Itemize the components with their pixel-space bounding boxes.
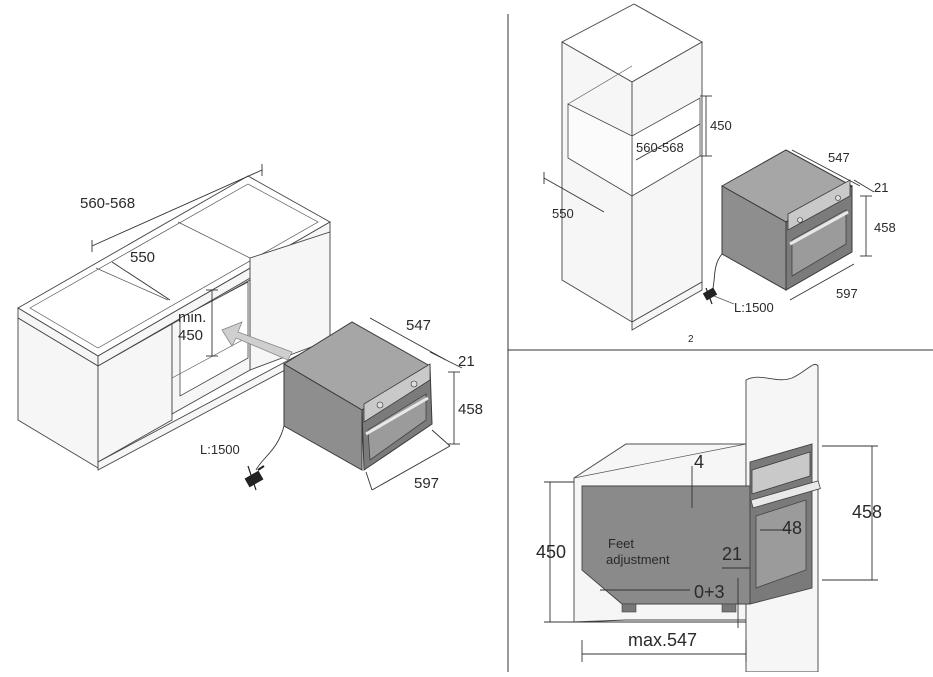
left-oven-height: 458 bbox=[458, 401, 483, 418]
tr-width-range: 560-568 bbox=[636, 140, 684, 155]
br-feet-label-1: Feet bbox=[608, 536, 634, 551]
left-oven-dims bbox=[365, 317, 463, 491]
tr-oven-depth: 547 bbox=[828, 150, 850, 165]
left-oven-offset: 21 bbox=[458, 353, 475, 370]
top-right-cabinet-dims bbox=[543, 95, 712, 213]
left-panel-cabinet bbox=[17, 175, 331, 471]
top-right-cable bbox=[702, 253, 735, 305]
br-niche-height: 450 bbox=[536, 542, 566, 562]
tr-depth: 550 bbox=[552, 206, 574, 221]
left-height-min-label: min. bbox=[178, 309, 206, 326]
left-height-min-value: 450 bbox=[178, 327, 203, 344]
br-handle-depth: 48 bbox=[782, 518, 802, 538]
top-right-labels: 450 560-568 550 547 21 458 597 L:1500 2 bbox=[552, 118, 896, 345]
left-oven-depth: 547 bbox=[406, 317, 431, 334]
tr-oven-offset: 21 bbox=[874, 180, 888, 195]
left-width-range: 560-568 bbox=[80, 195, 135, 212]
br-oven-height: 458 bbox=[852, 502, 882, 522]
top-right-tall-cabinet bbox=[561, 3, 703, 331]
top-right-oven bbox=[720, 149, 854, 291]
panel-dividers bbox=[507, 14, 933, 672]
left-panel-labels: 560-568 550 min. 450 547 21 458 597 L:15… bbox=[80, 195, 483, 492]
left-oven-width: 597 bbox=[414, 475, 439, 492]
left-depth: 550 bbox=[130, 249, 155, 266]
br-top-gap: 4 bbox=[694, 452, 704, 472]
bottom-right-cabinet bbox=[573, 364, 821, 673]
left-panel-dimension-lines bbox=[91, 164, 263, 357]
left-cable bbox=[244, 425, 285, 491]
top-right-oven-dims bbox=[789, 149, 875, 301]
bottom-right-dims bbox=[544, 445, 878, 662]
br-front-offset: 21 bbox=[722, 544, 742, 564]
insert-arrow bbox=[221, 321, 293, 361]
br-feet-label-2: adjustment bbox=[606, 552, 670, 567]
tr-cable-length: L:1500 bbox=[734, 300, 774, 315]
tr-niche-height: 450 bbox=[710, 118, 732, 133]
page-number: 2 bbox=[688, 334, 694, 345]
tr-oven-height: 458 bbox=[874, 220, 896, 235]
tr-oven-width: 597 bbox=[836, 286, 858, 301]
bottom-right-labels: 4 450 Feet adjustment 21 0+3 48 458 max.… bbox=[536, 452, 882, 650]
left-oven bbox=[283, 321, 433, 471]
br-feet-range: 0+3 bbox=[694, 582, 725, 602]
left-cable-length: L:1500 bbox=[200, 442, 240, 457]
br-max-depth: max.547 bbox=[628, 630, 697, 650]
